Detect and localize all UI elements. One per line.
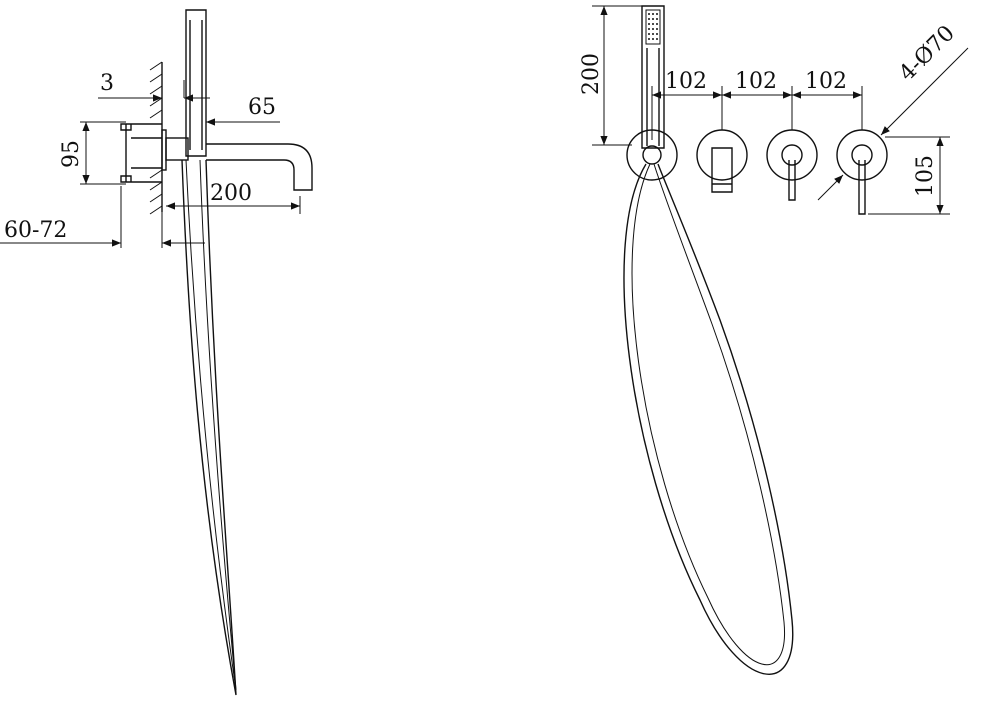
dim-wall-plate: 3 xyxy=(98,62,210,102)
dim-rosette-diameter: 4-Ø70 xyxy=(817,21,969,201)
concealed-valve-body xyxy=(120,123,162,183)
hand-shower-side xyxy=(185,9,207,157)
dim-outlet-offset: 65 xyxy=(206,95,280,126)
dim-wall-plate-label: 3 xyxy=(100,71,114,96)
front-view: 200 102 102 102 4-Ø70 xyxy=(579,5,969,675)
dim-spacing: 102 102 102 xyxy=(651,69,863,140)
dim-lever-length-label: 105 xyxy=(913,155,938,197)
dim-outlet-offset-label: 65 xyxy=(248,95,276,120)
dim-handset-height-label: 200 xyxy=(579,53,604,95)
handset-holder xyxy=(165,137,189,161)
dim-wall-depth-label: 60-72 xyxy=(4,218,67,243)
dim-spacing-3-label: 102 xyxy=(805,69,847,94)
dim-flange-height: 95 xyxy=(59,121,126,185)
hose-side xyxy=(181,159,237,696)
shower-head-nozzles xyxy=(645,9,661,45)
hand-shower-front xyxy=(641,5,665,149)
hose-front xyxy=(623,163,794,675)
dim-lever-length: 105 xyxy=(868,136,950,215)
dim-spacing-1-label: 102 xyxy=(665,69,707,94)
spout-side xyxy=(206,143,313,191)
dim-flange-height-label: 95 xyxy=(59,140,84,168)
rosette-2-spout xyxy=(696,129,748,193)
side-view: 3 65 95 200 60-72 xyxy=(0,9,313,696)
rosette-3-lever xyxy=(766,129,818,201)
dim-spacing-2-label: 102 xyxy=(735,69,777,94)
dim-spout-reach: 200 xyxy=(166,181,301,214)
dim-wall-depth: 60-72 xyxy=(0,186,205,248)
dim-handset-height: 200 xyxy=(579,5,642,146)
dim-spout-reach-label: 200 xyxy=(210,181,252,206)
dim-rosette-diameter-label: 4-Ø70 xyxy=(895,21,960,86)
rosette-4-lever xyxy=(836,129,888,215)
